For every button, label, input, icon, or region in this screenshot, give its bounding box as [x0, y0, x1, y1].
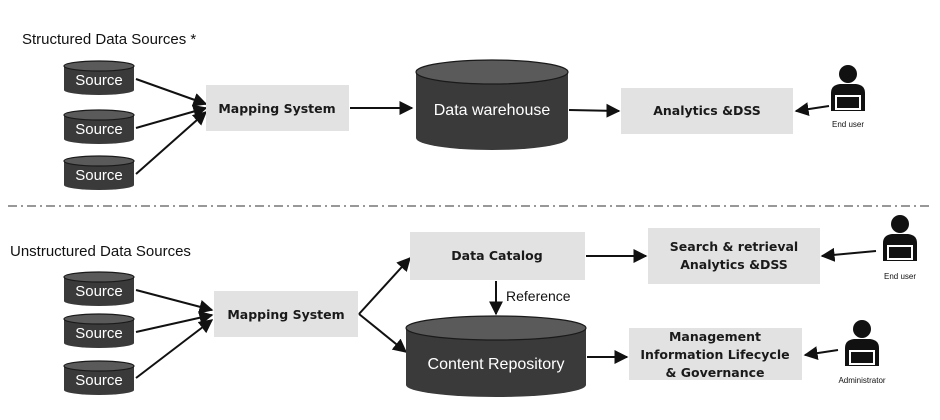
unstructured-source-3: Source	[63, 360, 135, 395]
structured-analytics-box: Analytics &DSS	[621, 88, 793, 134]
end-user-label: End user	[884, 272, 916, 281]
arrow	[135, 319, 214, 379]
search-retrieval-box: Search & retrieval Analytics &DSS	[648, 228, 820, 284]
structured-mapping-system-box: Mapping System	[206, 85, 349, 131]
arrow	[135, 289, 214, 314]
arrow	[135, 111, 208, 175]
management-governance-box: Management Information Lifecycle & Gover…	[629, 328, 802, 380]
end-user-icon: End user	[831, 65, 865, 129]
content-repository-cylinder: Content Repository	[405, 315, 587, 397]
management-label: Management	[669, 329, 761, 344]
data-warehouse-label: Data warehouse	[434, 102, 551, 119]
arrow	[135, 104, 208, 129]
arrow	[358, 256, 411, 315]
arrow	[135, 310, 214, 333]
search-analytics-label: Analytics &DSS	[680, 257, 788, 272]
unstructured-mapping-system-box: Mapping System	[214, 291, 358, 337]
unstructured-source-2: Source	[63, 313, 135, 348]
search-retrieval-label: Search & retrieval	[670, 239, 798, 254]
source-label: Source	[75, 72, 123, 89]
information-lifecycle-label: Information Lifecycle	[640, 347, 789, 362]
governance-label: & Governance	[665, 365, 764, 380]
source-label: Source	[75, 167, 123, 184]
analytics-label: Analytics &DSS	[653, 103, 761, 118]
data-catalog-box: Data Catalog	[410, 232, 585, 280]
end-user-label: End user	[832, 120, 864, 129]
content-repository-label: Content Repository	[428, 356, 565, 373]
structured-source-1: Source	[63, 60, 135, 95]
structured-section-title: Structured Data Sources *	[22, 31, 196, 48]
administrator-label: Administrator	[838, 376, 885, 385]
arrow	[568, 103, 621, 118]
source-label: Source	[75, 283, 123, 300]
end-user-icon: End user	[883, 215, 917, 281]
mapping-system-label: Mapping System	[218, 101, 335, 116]
data-catalog-label: Data Catalog	[451, 248, 542, 263]
reference-label: Reference	[506, 288, 571, 304]
administrator-icon: Administrator	[838, 320, 886, 385]
arrow	[358, 313, 408, 353]
source-label: Source	[75, 372, 123, 389]
structured-source-2: Source	[63, 109, 135, 144]
mapping-system-label: Mapping System	[227, 307, 344, 322]
arrow	[135, 78, 208, 107]
arrow	[794, 102, 830, 117]
source-label: Source	[75, 325, 123, 342]
unstructured-section-title: Unstructured Data Sources	[10, 243, 191, 260]
arrow	[803, 346, 839, 361]
arrow	[820, 247, 877, 262]
source-label: Source	[75, 121, 123, 138]
data-warehouse-cylinder: Data warehouse	[415, 59, 569, 150]
structured-source-3: Source	[63, 155, 135, 190]
unstructured-source-1: Source	[63, 271, 135, 306]
